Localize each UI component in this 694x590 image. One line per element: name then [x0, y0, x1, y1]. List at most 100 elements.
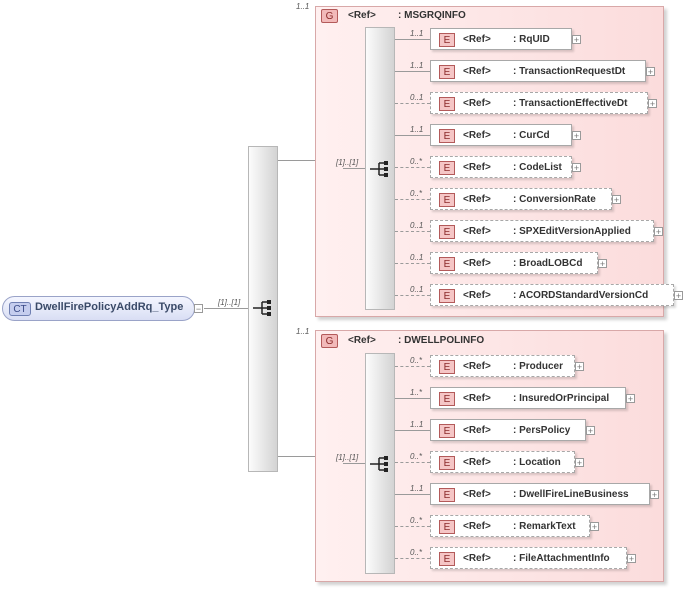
element-badge: E — [439, 360, 455, 374]
element-cardinality: 1..1 — [410, 420, 424, 429]
element-name: : ACORDStandardVersionCd — [513, 290, 649, 301]
element-ref: <Ref> — [463, 258, 491, 269]
element-badge: E — [439, 488, 455, 502]
expand-plus-icon[interactable]: + — [627, 554, 636, 564]
element-node[interactable]: E <Ref> : RqUID — [430, 28, 572, 50]
element-badge: E — [439, 225, 455, 239]
connector-group-2-sequence — [343, 463, 365, 464]
element-node[interactable]: E <Ref> : TransactionRequestDt — [430, 60, 646, 82]
element-badge: E — [439, 552, 455, 566]
element-ref: <Ref> — [463, 361, 491, 372]
element-cardinality: 1..1 — [410, 125, 424, 134]
element-name: : CodeList — [513, 162, 562, 173]
group-sequence-cardinality: [1]..[1] — [336, 453, 359, 462]
element-ref: <Ref> — [463, 34, 491, 45]
group-badge: G — [321, 334, 338, 348]
element-ref: <Ref> — [463, 194, 491, 205]
expand-plus-icon[interactable]: + — [575, 458, 584, 468]
element-cardinality: 0..1 — [410, 253, 424, 262]
expand-plus-icon[interactable]: + — [572, 35, 581, 45]
connector-root-to-group-2 — [278, 456, 315, 457]
element-ref: <Ref> — [463, 162, 491, 173]
element-cardinality: 1..1 — [410, 484, 424, 493]
sequence-icon — [370, 456, 388, 472]
expand-plus-icon[interactable]: + — [648, 99, 657, 109]
element-name: : RqUID — [513, 34, 550, 45]
element-node[interactable]: E <Ref> : SPXEditVersionApplied — [430, 220, 654, 242]
complex-type-expand-icon[interactable]: − — [194, 304, 203, 314]
element-ref: <Ref> — [463, 226, 491, 237]
element-name: : PersPolicy — [513, 425, 571, 436]
element-name: : FileAttachmentInfo — [513, 553, 610, 564]
element-node[interactable]: E <Ref> : CurCd — [430, 124, 572, 146]
expand-plus-icon[interactable]: + — [612, 195, 621, 205]
element-ref: <Ref> — [463, 130, 491, 141]
element-node[interactable]: E <Ref> : PersPolicy — [430, 419, 586, 441]
root-sequence-bar[interactable] — [248, 146, 278, 472]
complex-type-badge: CT — [9, 302, 31, 316]
element-name: : SPXEditVersionApplied — [513, 226, 631, 237]
element-cardinality: 0..1 — [410, 285, 424, 294]
expand-plus-icon[interactable]: + — [598, 259, 607, 269]
expand-plus-icon[interactable]: + — [654, 227, 663, 237]
element-node[interactable]: E <Ref> : Producer — [430, 355, 575, 377]
group-ref: <Ref> — [348, 10, 376, 21]
element-badge: E — [439, 33, 455, 47]
element-node[interactable]: E <Ref> : DwellFireLineBusiness — [430, 483, 650, 505]
element-cardinality: 1..1 — [410, 29, 424, 38]
element-cardinality: 0..1 — [410, 221, 424, 230]
expand-plus-icon[interactable]: + — [572, 131, 581, 141]
complex-type-name: DwellFirePolicyAddRq_Type — [35, 301, 184, 313]
element-node[interactable]: E <Ref> : FileAttachmentInfo — [430, 547, 627, 569]
element-ref: <Ref> — [463, 553, 491, 564]
element-ref: <Ref> — [463, 457, 491, 468]
element-node[interactable]: E <Ref> : InsuredOrPrincipal — [430, 387, 626, 409]
element-badge: E — [439, 424, 455, 438]
expand-plus-icon[interactable]: + — [650, 490, 659, 500]
element-cardinality: 0..* — [410, 548, 423, 557]
element-badge: E — [439, 65, 455, 79]
element-name: : ConversionRate — [513, 194, 596, 205]
expand-plus-icon[interactable]: + — [646, 67, 655, 77]
expand-plus-icon[interactable]: + — [626, 394, 635, 404]
element-node[interactable]: E <Ref> : TransactionEffectiveDt — [430, 92, 648, 114]
element-node[interactable]: E <Ref> : ACORDStandardVersionCd — [430, 284, 674, 306]
element-cardinality: 0..* — [410, 356, 423, 365]
group-name: : DWELLPOLINFO — [398, 335, 485, 346]
element-name: : TransactionEffectiveDt — [513, 98, 628, 109]
element-cardinality: 0..1 — [410, 93, 424, 102]
complex-type-node[interactable]: CT DwellFirePolicyAddRq_Type — [2, 296, 195, 321]
element-cardinality: 0..* — [410, 452, 423, 461]
element-node[interactable]: E <Ref> : ConversionRate — [430, 188, 612, 210]
element-ref: <Ref> — [463, 98, 491, 109]
element-name: : RemarkText — [513, 521, 576, 532]
group-badge: G — [321, 9, 338, 23]
element-name: : TransactionRequestDt — [513, 66, 626, 77]
element-node[interactable]: E <Ref> : Location — [430, 451, 575, 473]
element-name: : InsuredOrPrincipal — [513, 393, 610, 404]
sequence-icon — [253, 300, 271, 316]
element-name: : BroadLOBCd — [513, 258, 583, 269]
element-cardinality: 0..* — [410, 157, 423, 166]
expand-plus-icon[interactable]: + — [586, 426, 595, 436]
root-sequence-cardinality: [1]..[1] — [218, 298, 241, 307]
element-node[interactable]: E <Ref> : RemarkText — [430, 515, 590, 537]
element-name: : DwellFireLineBusiness — [513, 489, 629, 500]
element-name: : Producer — [513, 361, 564, 372]
element-node[interactable]: E <Ref> : BroadLOBCd — [430, 252, 598, 274]
element-badge: E — [439, 289, 455, 303]
group-cardinality: 1..1 — [296, 327, 310, 336]
expand-plus-icon[interactable]: + — [572, 163, 581, 173]
expand-plus-icon[interactable]: + — [590, 522, 599, 532]
connector-root-to-group-1 — [278, 160, 315, 161]
element-name: : CurCd — [513, 130, 550, 141]
element-ref: <Ref> — [463, 393, 491, 404]
group-cardinality: 1..1 — [296, 2, 310, 11]
element-badge: E — [439, 129, 455, 143]
element-node[interactable]: E <Ref> : CodeList — [430, 156, 572, 178]
expand-plus-icon[interactable]: + — [674, 291, 683, 301]
expand-plus-icon[interactable]: + — [575, 362, 584, 372]
sequence-icon — [370, 161, 388, 177]
element-cardinality: 0..* — [410, 189, 423, 198]
element-badge: E — [439, 520, 455, 534]
